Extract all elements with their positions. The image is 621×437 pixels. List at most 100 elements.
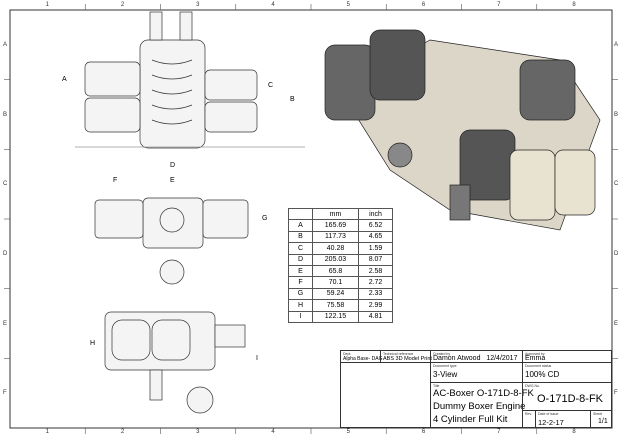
- table-cell: C: [288, 242, 313, 255]
- table-cell: 2.99: [358, 299, 393, 312]
- blank-cell: [340, 362, 431, 428]
- table-cell: 2.58: [358, 264, 393, 278]
- zone-row-label: E: [3, 320, 8, 327]
- table-cell: 4.81: [358, 310, 393, 323]
- table-cell: 1.59: [358, 242, 393, 255]
- table-cell: 2.72: [358, 276, 393, 289]
- zone-row-label: D: [614, 250, 619, 257]
- title-line: 4 Cylinder Full Kit: [433, 414, 508, 425]
- table-cell: A: [288, 219, 313, 232]
- zone-column-label: 6: [421, 429, 426, 435]
- dim-label-a: A: [62, 76, 67, 83]
- front-view: [94, 197, 249, 285]
- table-cell: E: [288, 264, 313, 278]
- dept-label: Dept.: [343, 352, 352, 356]
- table-cell: 65.8: [312, 264, 359, 278]
- table-cell: 8.07: [358, 253, 393, 266]
- table-cell: B: [288, 230, 313, 244]
- dim-label-c: C: [268, 82, 274, 89]
- table-cell: 2.33: [358, 287, 393, 301]
- table-cell: D: [288, 253, 313, 266]
- table-cell: 205.03: [312, 253, 359, 266]
- zone-column-label: 7: [497, 429, 501, 435]
- zone-column-label: 2: [120, 2, 125, 8]
- table-cell: 59.24: [312, 287, 359, 301]
- zone-column-label: 3: [196, 429, 200, 435]
- zone-column-label: 4: [271, 2, 275, 8]
- side-view: [104, 311, 246, 414]
- table-cell: 6.52: [358, 219, 393, 232]
- zone-row-label: D: [3, 250, 8, 257]
- zone-column-label: 5: [346, 429, 350, 435]
- dim-label-e: E: [170, 177, 175, 184]
- date-label: Date of issue: [538, 412, 559, 416]
- dim-label-i: I: [256, 355, 258, 362]
- dim-label-g: G: [262, 215, 268, 222]
- dim-label-b: B: [290, 96, 295, 103]
- dwg-no: O-171D-8-FK: [537, 393, 604, 405]
- title-line: Dummy Boxer Engine: [433, 401, 526, 412]
- dim-label-h: H: [90, 340, 96, 347]
- zone-column-label: 1: [45, 429, 49, 435]
- table-cell: 122.15: [312, 310, 359, 323]
- drawing-title: AC-Boxer O-171D-8-FK Dummy Boxer Engine 4 …: [433, 387, 534, 426]
- zone-column-label: 8: [572, 2, 576, 8]
- table-cell: 70.1: [312, 276, 359, 289]
- dim-label-d: D: [170, 162, 176, 169]
- zone-row-label: C: [614, 181, 619, 188]
- approved-by-label: Approved by: [525, 352, 545, 356]
- tech-ref: ABS 3D Model Print: [383, 356, 432, 362]
- zone-row-label: A: [3, 41, 8, 48]
- zone-column-label: 1: [45, 2, 49, 8]
- table-cell: G: [288, 287, 313, 301]
- title-line: AC-Boxer O-171D-8-FK: [433, 388, 534, 399]
- doc-type-label: Document type: [433, 364, 457, 368]
- zone-row-label: B: [3, 111, 8, 118]
- zone-row-label: A: [614, 41, 619, 48]
- table-cell: H: [288, 299, 313, 312]
- table-cell: 75.58: [312, 299, 359, 312]
- created-date: 12/4/2017: [486, 355, 518, 362]
- table-cell: inch: [358, 207, 393, 221]
- zone-row-label: F: [3, 390, 7, 397]
- table-cell: I: [288, 310, 313, 323]
- issue-date: 12-2-17: [538, 418, 564, 427]
- rev-label: Rev.: [525, 412, 532, 416]
- zone-column-label: 3: [196, 2, 200, 8]
- isometric-view: [324, 29, 601, 231]
- zone-column-label: 2: [120, 429, 125, 435]
- table-cell: 165.69: [312, 219, 359, 232]
- zone-row-label: B: [614, 111, 619, 118]
- dwg-no-label: DWG No.: [525, 384, 540, 388]
- creator-name: Damon Atwood: [433, 355, 481, 362]
- sheet-number: 1/1: [598, 418, 608, 425]
- sheet-label: Sheet: [593, 412, 603, 416]
- dim-label-f: F: [113, 177, 118, 184]
- zone-column-label: 5: [346, 2, 350, 8]
- doc-status: 100% CD: [525, 370, 560, 379]
- zone-column-label: 6: [421, 2, 426, 8]
- table-cell: 117.73: [312, 230, 359, 244]
- dept: Alpha Base- DAG: [343, 356, 383, 362]
- zone-column-label: 4: [271, 429, 275, 435]
- zone-row-label: E: [614, 320, 619, 327]
- zone-column-label: 8: [572, 429, 576, 435]
- created-by-label: Created by: [433, 352, 451, 356]
- tech-ref-label: Technical reference: [383, 352, 414, 356]
- approved-by: Emma: [525, 355, 546, 362]
- top-view: [75, 11, 305, 149]
- table-cell: 4.65: [358, 230, 393, 244]
- table-cell: 40.28: [312, 242, 359, 255]
